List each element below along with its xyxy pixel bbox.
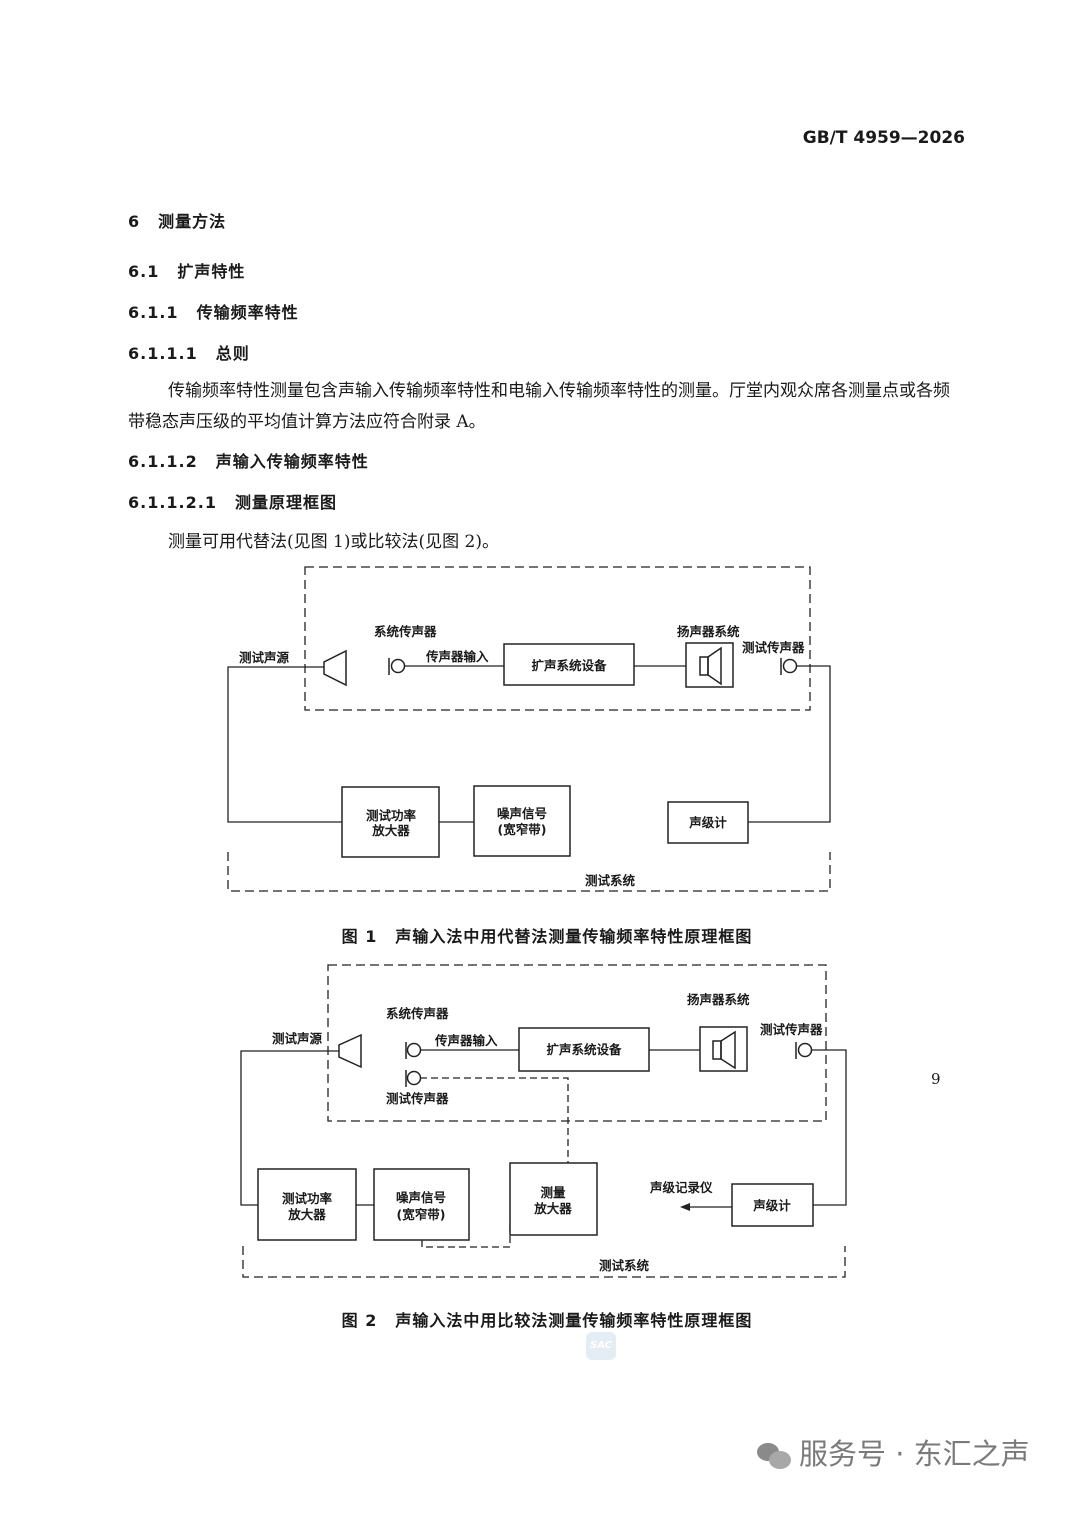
section-heading-6-1-1: 6.1.1 传输频率特性 [128,299,299,323]
label-speaker-system: 扬声器系统 [677,624,740,639]
microphone-icon [405,1070,422,1087]
pa-equipment-box [518,1027,650,1072]
label-test-mic-left: 测试传声器 [386,1091,449,1106]
microphone-icon [388,658,406,675]
section-number: 6.1.1 [128,303,179,322]
section-heading-6-1-1-1: 6.1.1.1 总则 [128,340,250,364]
figure-2-caption: 图 2 声输入法中用比较法测量传输频率特性原理框图 [0,1307,1080,1331]
section-title: 测量方法 [158,212,227,231]
label-level-recorder: 声级记录仪 [649,1180,713,1195]
label-power-amp-2: 放大器 [287,1207,326,1222]
paragraph-general: 传输频率特性测量包含声输入传输频率特性和电输入传输频率特性的测量。厅堂内观众席各… [128,381,950,432]
figure-number: 图 2 [341,1311,378,1330]
microphone-icon [780,658,798,675]
wire-testmic-to-slm [748,665,831,823]
noise-signal-box [373,1168,470,1241]
footer-text: 服务号 · 东汇之声 [799,1437,1030,1471]
wire-noise-to-measamp [421,1220,511,1248]
loudspeaker-icon [712,1030,736,1070]
noise-signal-box [473,785,571,857]
label-power-amp-1: 测试功率 [282,1191,333,1206]
pa-system-boundary [304,566,811,711]
label-noise-1: 噪声信号 [396,1190,446,1205]
arrow-head-icon [680,1203,690,1211]
label-power-amp-2: 放大器 [371,823,410,838]
section-title: 声输入传输频率特性 [215,452,369,471]
section-number: 6.1 [128,262,160,281]
pa-equipment-box [503,643,635,686]
measuring-amplifier-box [509,1162,598,1236]
loudspeaker-icon [699,646,722,686]
page-number: 9 [931,1070,941,1088]
label-test-source: 测试声源 [272,1031,323,1046]
wire-source-to-amp [240,1050,339,1206]
label-test-mic: 测试传声器 [742,640,805,655]
label-pa-equipment: 扩声系统设备 [531,658,607,673]
section-title: 测量原理框图 [234,493,337,512]
test-system-boundary [242,1246,846,1278]
label-test-source: 测试声源 [239,650,290,665]
section-title: 总则 [215,344,250,363]
paragraph-methods: 测量可用代替法(见图 1)或比较法(见图 2)。 [168,532,499,552]
label-system-mic: 系统传声器 [374,624,437,639]
label-test-system: 测试系统 [599,1258,650,1273]
section-number: 6.1.1.2.1 [128,493,217,512]
label-slm: 声级计 [688,815,727,830]
figure-title: 声输入法中用比较法测量传输频率特性原理框图 [395,1311,753,1330]
label-speaker-system: 扬声器系统 [687,992,750,1007]
power-amplifier-box [341,786,440,858]
wire-source-to-amp [227,666,346,823]
section-title: 传输频率特性 [196,303,299,322]
label-power-amp-1: 测试功率 [366,808,417,823]
sac-watermark-logo: SAC [586,1332,616,1360]
pa-system-boundary [327,964,827,1122]
label-noise-2: (宽窄带) [397,1207,446,1222]
section-heading-6-1-1-2: 6.1.1.2 声输入传输频率特性 [128,448,369,472]
wire-testmic-to-measamp [420,1077,569,1163]
speaker-cone-icon [323,649,347,687]
microphone-icon [795,1042,813,1059]
sound-level-meter-box [667,801,749,844]
document-code: GB/T 4959—2026 [802,128,965,148]
power-amplifier-box [257,1168,357,1241]
footer-watermark: 服务号 · 东汇之声 [757,1431,1030,1473]
section-number: 6.1.1.1 [128,344,198,363]
label-noise-1: 噪声信号 [497,806,547,821]
microphone-icon [405,1042,422,1059]
figure-number: 图 1 [341,927,378,946]
label-meas-amp-1: 测量 [540,1185,566,1200]
section-number: 6 [128,212,141,231]
label-meas-amp-2: 放大器 [533,1201,572,1216]
label-test-mic-right: 测试传声器 [760,1022,823,1037]
section-title: 扩声特性 [177,262,246,281]
figure-title: 声输入法中用代替法测量传输频率特性原理框图 [395,927,753,946]
label-test-system: 测试系统 [585,873,636,888]
section-heading-6-1-1-2-1: 6.1.1.2.1 测量原理框图 [128,489,337,513]
section-heading-6: 6 测量方法 [128,208,226,232]
sound-level-meter-box [731,1183,814,1227]
wire-testmic-to-slm [812,1049,847,1206]
label-mic-input: 传声器输入 [425,649,489,664]
test-system-boundary [227,852,831,892]
label-system-mic: 系统传声器 [386,1006,449,1021]
figure-1-diagram: 测试声源 系统传声器 传声器输入 扩声系统设备 扬声器系统 测试传声器 测试功率… [227,566,831,892]
label-pa-equipment: 扩声系统设备 [546,1042,622,1057]
section-heading-6-1: 6.1 扩声特性 [128,258,245,282]
speaker-system-box [699,1026,748,1072]
speaker-cone-icon [338,1033,362,1069]
figure-1-caption: 图 1 声输入法中用代替法测量传输频率特性原理框图 [0,923,1080,947]
label-slm: 声级计 [752,1198,791,1213]
section-number: 6.1.1.2 [128,452,198,471]
wechat-icon [757,1441,791,1471]
label-noise-2: (宽窄带) [498,822,547,837]
figure-2-diagram: 测试声源 系统传声器 传声器输入 扩声系统设备 扬声器系统 测试传声器 测试传声… [240,964,847,1278]
speaker-system-box [685,642,734,688]
label-mic-input: 传声器输入 [434,1033,498,1048]
